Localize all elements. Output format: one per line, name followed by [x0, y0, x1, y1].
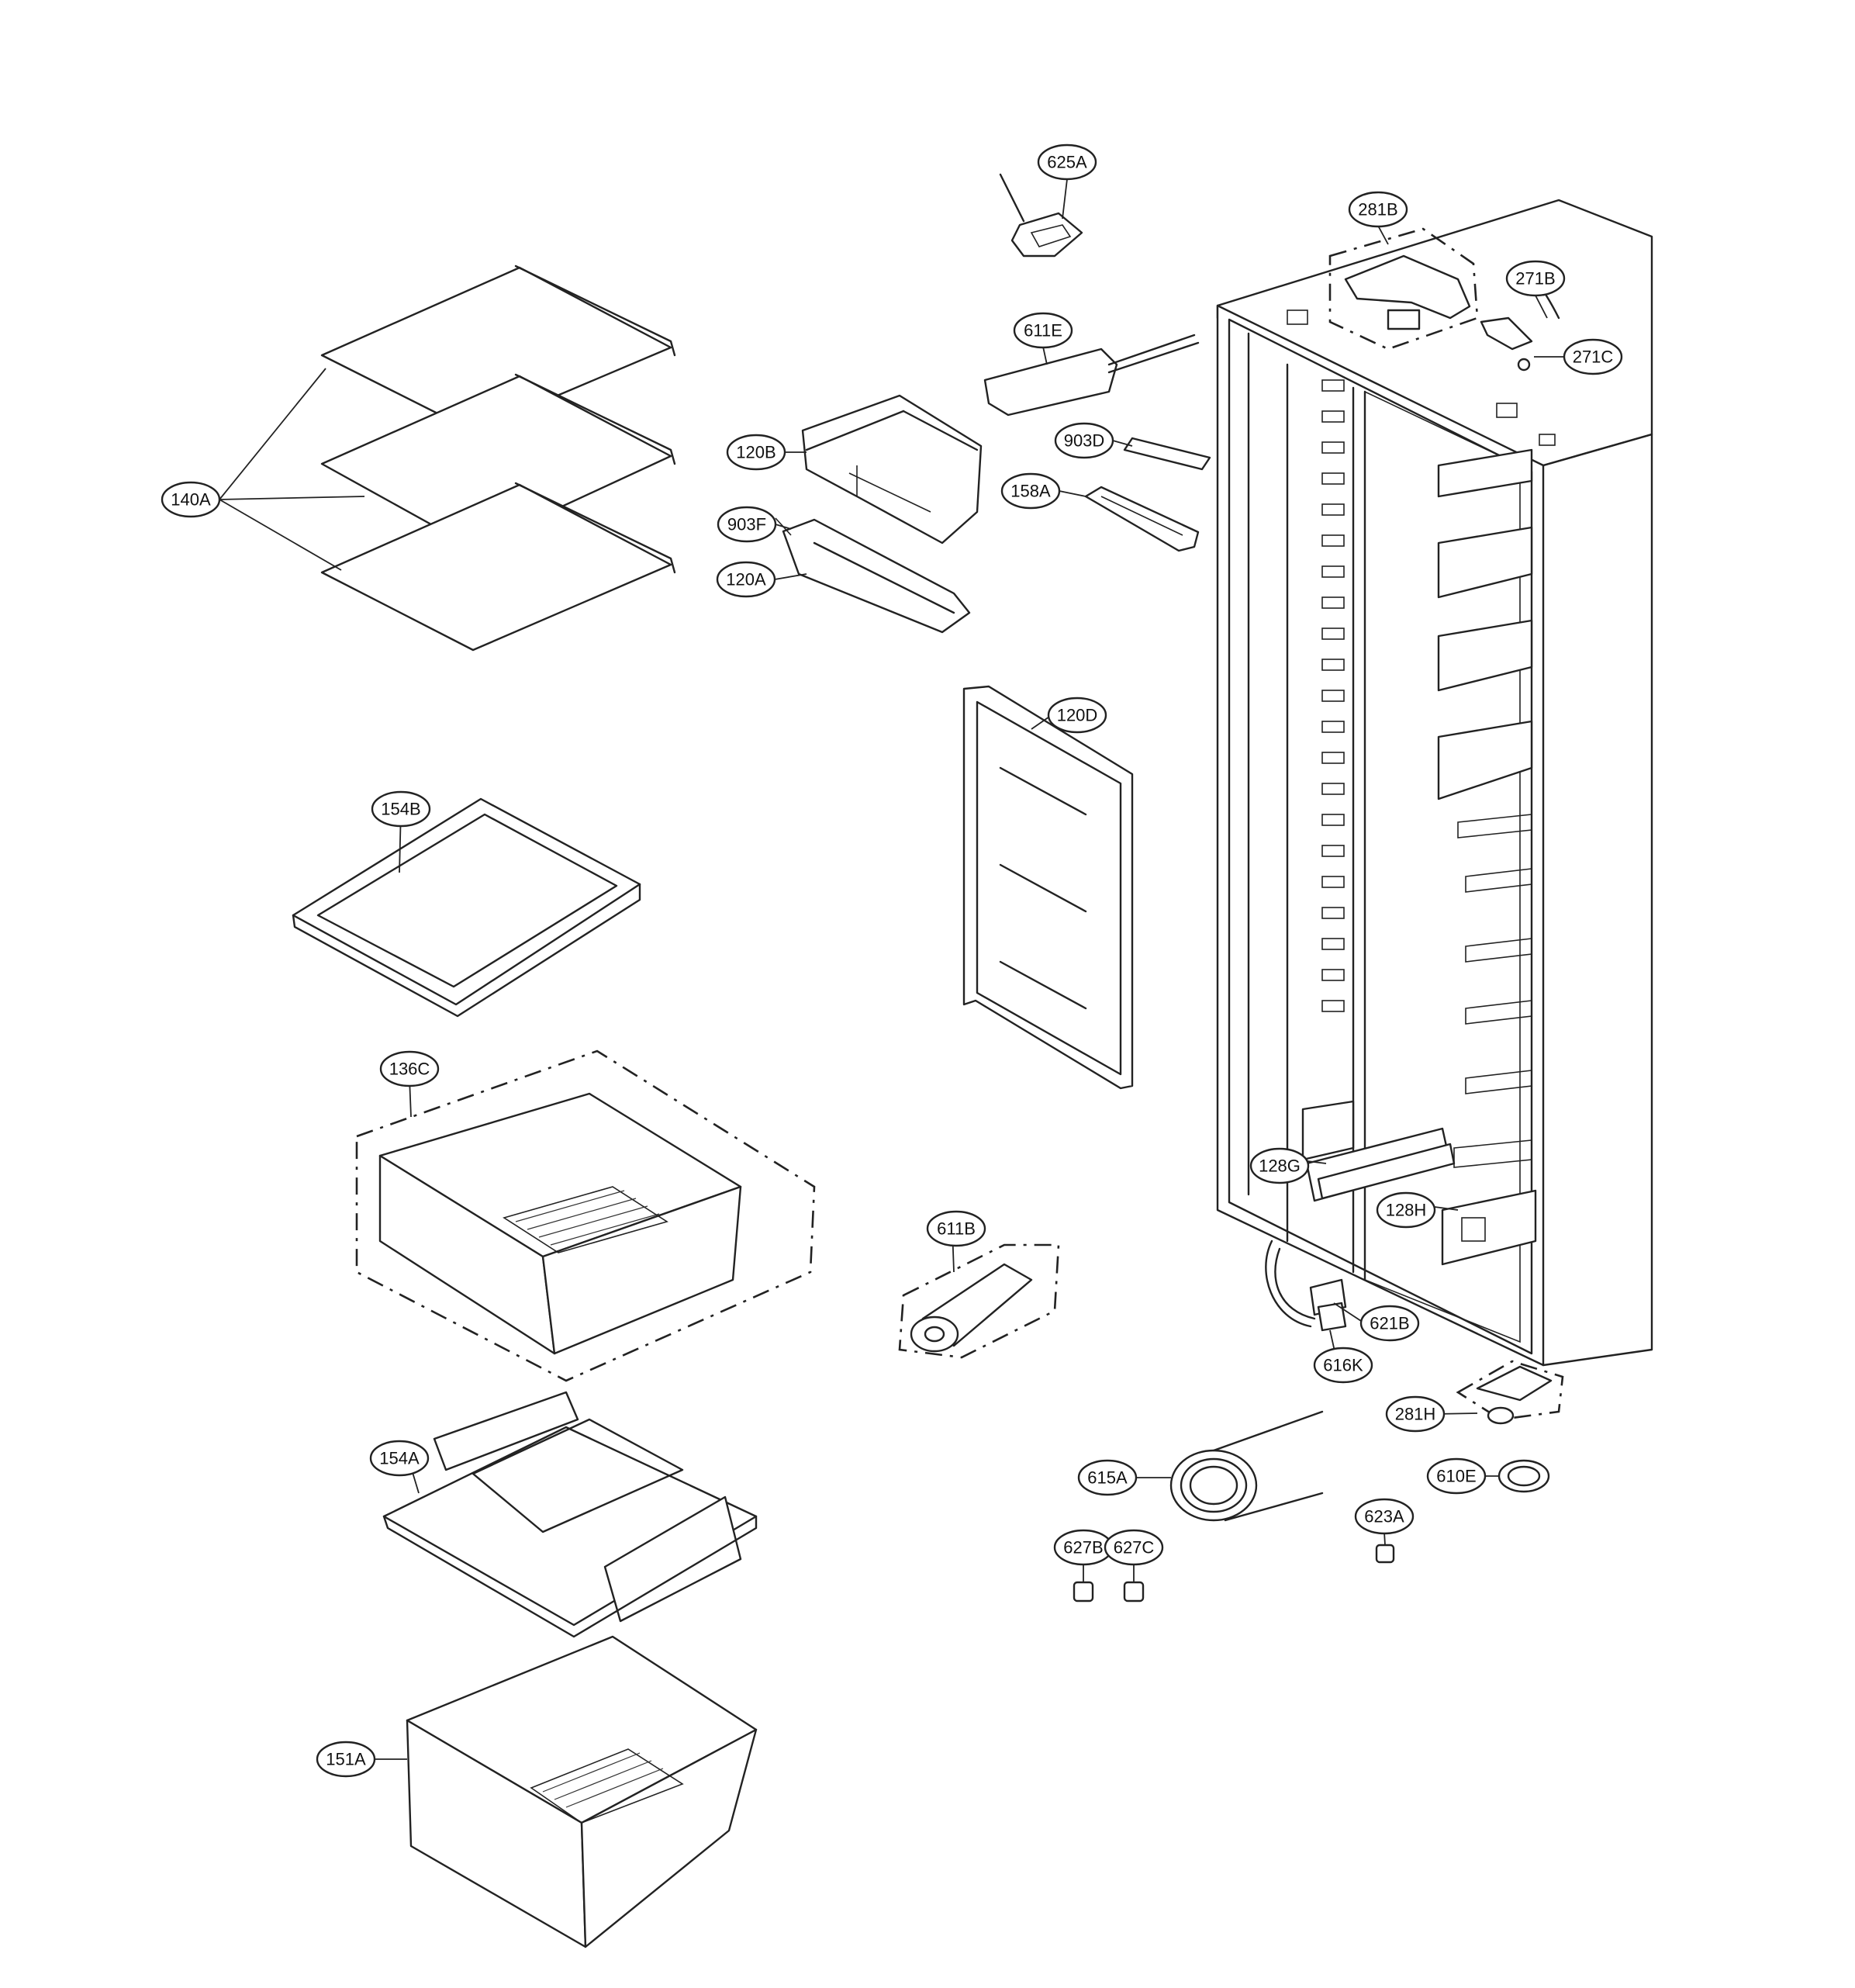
callout-label: 158A	[1010, 482, 1051, 501]
callout-611B: 611B	[926, 1210, 986, 1247]
callout-label: 281H	[1395, 1405, 1436, 1424]
callout-615A: 615A	[1077, 1459, 1138, 1496]
callout-label: 610E	[1436, 1467, 1476, 1486]
callout-158A: 158A	[1000, 472, 1061, 510]
part-610E-grommet	[1497, 1459, 1550, 1493]
callout-label: 281B	[1358, 200, 1397, 220]
callout-label: 611B	[937, 1219, 976, 1239]
rail-assembly	[1301, 1100, 1537, 1266]
callout-label: 120A	[726, 570, 766, 589]
part-623A-clip	[1375, 1544, 1395, 1564]
callout-label: 120B	[736, 443, 776, 462]
callout-625A: 625A	[1037, 143, 1097, 181]
freezer-side-slots	[1321, 379, 1345, 1012]
callout-627B: 627B	[1053, 1529, 1114, 1566]
part-271-sensor	[1480, 289, 1560, 372]
part-281H-lower-hinge	[1456, 1360, 1564, 1425]
callout-621B: 621B	[1359, 1305, 1420, 1342]
part-627C-clip	[1123, 1581, 1145, 1603]
callout-271B: 271B	[1505, 260, 1566, 297]
callout-label: 611E	[1024, 321, 1062, 341]
part-154A-crisper-cover	[382, 1391, 758, 1638]
callout-903F: 903F	[717, 506, 777, 543]
part-154B-shelf-frame	[292, 797, 641, 1018]
callout-616K: 616K	[1313, 1347, 1373, 1384]
callout-627C: 627C	[1104, 1529, 1164, 1566]
part-140A-glass-shelves	[320, 264, 676, 652]
callout-154A: 154A	[369, 1440, 430, 1477]
callout-128H: 128H	[1376, 1191, 1436, 1229]
callout-151A: 151A	[316, 1741, 376, 1778]
callout-label: 616K	[1323, 1356, 1363, 1375]
callout-label: 128G	[1259, 1156, 1301, 1176]
callout-128G: 128G	[1249, 1147, 1310, 1184]
callout-623A: 623A	[1354, 1498, 1415, 1535]
callout-label: 154B	[381, 800, 420, 819]
part-627B-clip	[1073, 1581, 1094, 1603]
part-136C-crisper-drawer	[355, 1049, 816, 1382]
callout-610E: 610E	[1426, 1457, 1487, 1495]
callout-label: 623A	[1364, 1507, 1404, 1526]
callout-label: 151A	[326, 1750, 366, 1769]
callout-label: 627B	[1063, 1538, 1103, 1558]
part-615A-water-tube-coil	[1169, 1410, 1324, 1522]
part-625A-cover	[999, 173, 1083, 258]
callout-label: 128H	[1386, 1201, 1427, 1220]
callout-label: 625A	[1047, 153, 1087, 172]
callout-281B: 281B	[1348, 191, 1408, 228]
part-151A-drawer	[406, 1635, 758, 1948]
callout-611E: 611E	[1013, 312, 1073, 349]
part-611E-filter-head	[983, 334, 1200, 417]
part-611B-water-filter	[898, 1243, 1060, 1359]
callout-label: 140A	[171, 490, 211, 510]
callout-120B: 120B	[726, 434, 786, 471]
callout-120D: 120D	[1047, 697, 1107, 734]
callout-140A: 140A	[161, 481, 221, 518]
callout-136C: 136C	[379, 1050, 440, 1087]
callout-903D: 903D	[1054, 422, 1114, 459]
part-120D-door-panel	[962, 685, 1134, 1090]
callout-label: 903F	[727, 515, 766, 534]
callout-label: 120D	[1057, 706, 1098, 725]
callout-label: 136C	[389, 1060, 430, 1079]
callout-label: 627C	[1114, 1538, 1155, 1558]
callout-label: 903D	[1064, 431, 1105, 451]
callout-label: 154A	[379, 1449, 420, 1468]
part-281B-hinge-bracket	[1328, 227, 1479, 351]
callout-label: 621B	[1370, 1314, 1409, 1333]
refrigerator-cabinet	[1216, 199, 1653, 1367]
callout-281H: 281H	[1385, 1395, 1446, 1433]
callout-154B: 154B	[371, 790, 431, 828]
part-158A-duct-cover	[1084, 486, 1200, 552]
part-903D-tape	[1123, 437, 1211, 471]
callout-120A: 120A	[716, 561, 776, 598]
callout-label: 615A	[1087, 1468, 1128, 1488]
callout-label: 271B	[1515, 269, 1555, 289]
callout-271C: 271C	[1563, 338, 1623, 375]
fresh-food-shelves	[1437, 448, 1533, 1168]
part-120B-ice-maker	[801, 394, 983, 545]
callout-label: 271C	[1573, 347, 1614, 367]
